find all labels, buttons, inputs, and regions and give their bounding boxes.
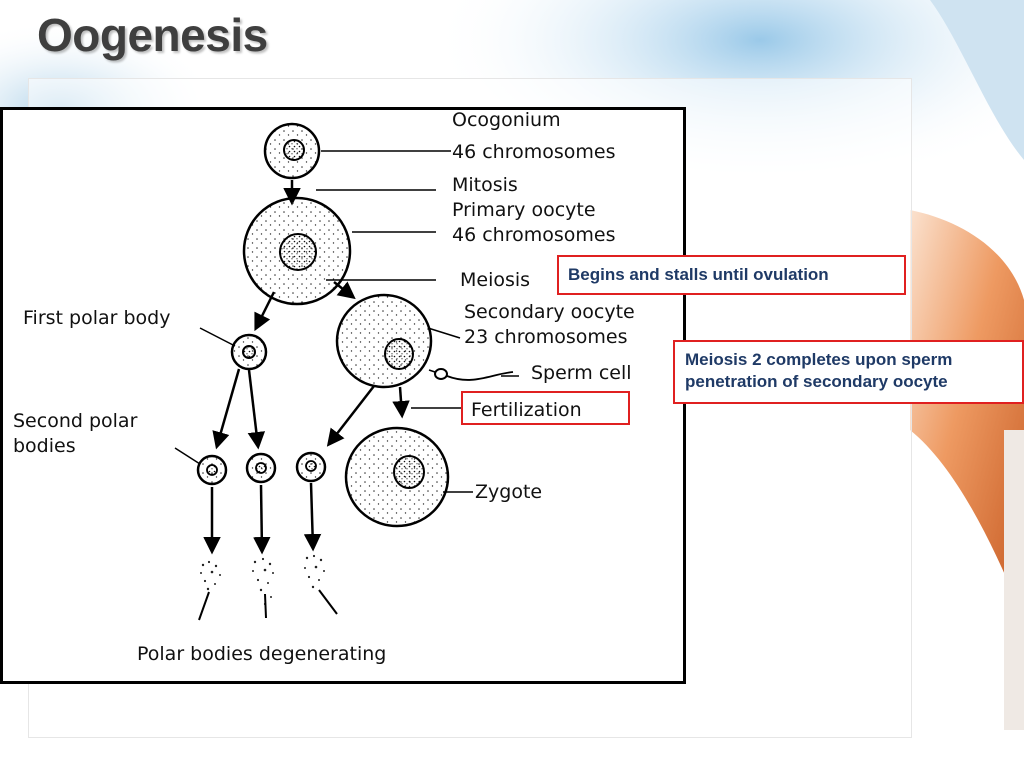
slide-title: Oogenesis xyxy=(37,9,268,61)
label-fertilization: Fertilization xyxy=(471,399,582,421)
label-primary-oocyte: Primary oocyte xyxy=(452,199,596,221)
fertilization-highlight-box xyxy=(461,391,630,425)
label-secondary-chromosomes: 23 chromosomes xyxy=(464,326,628,348)
label-first-polar-body: First polar body xyxy=(23,307,171,329)
arrow xyxy=(247,369,266,450)
oogonium-cell xyxy=(263,122,321,180)
leader-line xyxy=(199,327,236,347)
label-polar-bodies-degenerating: Polar bodies degenerating xyxy=(137,643,387,665)
second-polar-body-3 xyxy=(295,451,327,483)
label-primary-chromosomes: 46 chromosomes xyxy=(452,224,616,246)
degenerating-polar-body-1 xyxy=(198,560,221,621)
meiosis-callout: Begins and stalls until ovulation xyxy=(557,255,906,295)
arrow xyxy=(253,484,271,555)
first-polar-body-cell xyxy=(230,333,268,371)
label-second-polar-bodies: Second polar xyxy=(13,410,138,432)
label-sperm-cell: Sperm cell xyxy=(531,362,632,384)
label-secondary-oocyte: Secondary oocyte xyxy=(464,301,635,323)
second-polar-body-1 xyxy=(196,454,228,486)
arrow xyxy=(333,281,356,300)
label-second-polar-bodies-line2: bodies xyxy=(13,435,76,457)
label-zygote: Zygote xyxy=(475,481,543,503)
label-mitosis: Mitosis xyxy=(452,174,518,196)
diagram-drawing xyxy=(174,122,519,621)
secondary-oocyte-cell xyxy=(335,293,433,389)
leader-line xyxy=(427,327,461,339)
arrow xyxy=(254,291,276,332)
arrow xyxy=(392,386,410,419)
degenerating-polar-body-2 xyxy=(252,557,274,619)
primary-oocyte-cell xyxy=(242,196,352,306)
label-meiosis: Meiosis xyxy=(460,269,531,291)
arrow xyxy=(303,482,322,552)
second-polar-body-2 xyxy=(245,452,277,484)
arrow xyxy=(326,385,375,447)
leader-line xyxy=(174,447,201,465)
zygote-cell xyxy=(344,426,450,528)
fertilization-callout: Meiosis 2 completes upon sperm penetrati… xyxy=(673,340,1024,404)
sperm-cell xyxy=(434,368,514,381)
label-oogonium: Ocogonium xyxy=(452,109,561,131)
degenerating-polar-body-3 xyxy=(304,554,338,615)
label-oogonium-chromosomes: 46 chromosomes xyxy=(452,141,616,163)
arrow xyxy=(212,368,241,450)
oogenesis-diagram: Ocogonium 46 chromosomes Mitosis Primary… xyxy=(0,107,686,684)
